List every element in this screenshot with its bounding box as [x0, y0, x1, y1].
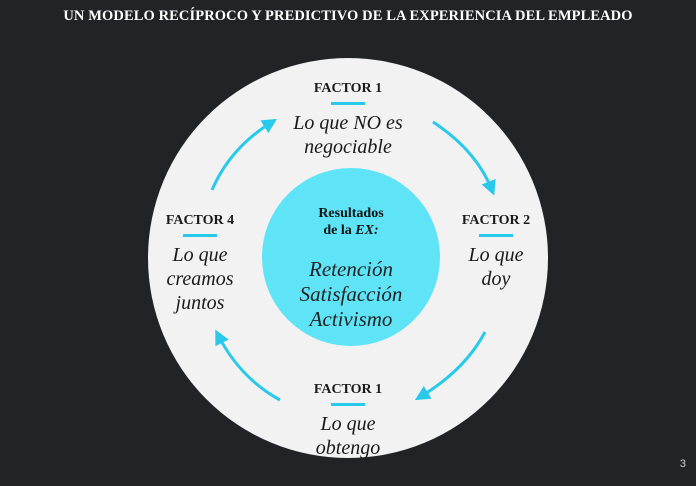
result-item: Activismo — [309, 307, 393, 331]
arrow-top-right — [432, 120, 496, 196]
arrow-bottom-right — [414, 331, 487, 401]
factor-text-line: juntos — [175, 292, 225, 314]
arrow-top-left — [210, 118, 278, 191]
factor-right: FACTOR 2 Lo que doy — [436, 212, 556, 291]
center-heading: Resultados de la EX: — [262, 205, 440, 239]
center-heading-line1: Resultados — [318, 206, 384, 221]
factor-text-line: obtengo — [315, 437, 381, 459]
center-heading-prefix: de la — [323, 223, 356, 238]
factor-bottom: FACTOR 1 Lo que obtengo — [278, 381, 418, 460]
center-results-list: Retención Satisfacción Activismo — [262, 257, 440, 332]
result-item: Satisfacción — [299, 282, 403, 306]
factor-underline — [331, 102, 365, 105]
factor-text-line: creamos — [166, 268, 234, 290]
factor-label: FACTOR 1 — [313, 81, 383, 96]
factor-top: FACTOR 1 Lo que NO es negociable — [278, 80, 418, 159]
result-item: Retención — [309, 257, 393, 281]
page-number: 3 — [679, 458, 686, 470]
center-heading-line2: de la EX: — [262, 222, 440, 239]
factor-text-line: Lo que — [320, 413, 376, 435]
center-heading-ex: EX: — [355, 223, 379, 238]
factor-left: FACTOR 4 Lo que creamos juntos — [140, 212, 260, 315]
factor-text-line: Lo que — [172, 244, 228, 266]
arrow-bottom-left — [215, 329, 281, 402]
factor-text-line: doy — [481, 268, 511, 290]
factor-text-line: Lo que — [468, 244, 524, 266]
factor-underline — [331, 403, 365, 406]
factor-label: FACTOR 1 — [313, 382, 383, 397]
factor-text-line: negociable — [304, 136, 392, 158]
factor-label: FACTOR 4 — [165, 213, 235, 228]
factor-label: FACTOR 2 — [461, 213, 531, 228]
factor-underline — [183, 234, 217, 237]
inner-circle — [262, 168, 440, 346]
factor-text-line: Lo que NO es — [293, 112, 403, 134]
slide-title: UN MODELO RECÍPROCO Y PREDICTIVO DE LA E… — [63, 8, 633, 24]
factor-underline — [479, 234, 513, 237]
